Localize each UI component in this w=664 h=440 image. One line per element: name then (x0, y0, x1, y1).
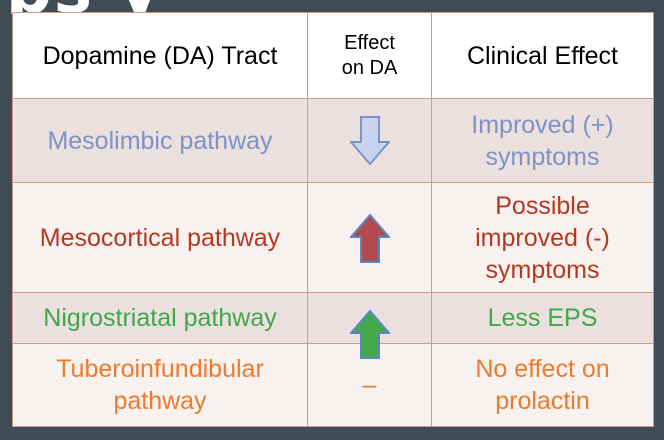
table-header-row: Dopamine (DA) Tract Effect on DA Clinica… (12, 12, 654, 99)
no-change-dash: – (362, 371, 377, 399)
tract-nigrostriatal: Nigrostriatal pathway (12, 292, 308, 344)
clinical-mesocortical: Possible improved (-) symptoms (431, 182, 654, 293)
table-row-tuberoinfundibular: Tuberoinfundibular pathway – No effect o… (12, 343, 654, 427)
header-tract: Dopamine (DA) Tract (12, 12, 308, 99)
table-row-nigrostriatal: Nigrostriatal pathway Less EPS (12, 292, 654, 359)
dopamine-tract-table: Dopamine (DA) Tract Effect on DA Clinica… (12, 12, 654, 427)
effect-mesolimbic (307, 98, 432, 183)
header-clinical-effect: Clinical Effect (431, 12, 654, 99)
up-arrow-icon (349, 212, 390, 263)
table-row-mesolimbic: Mesolimbic pathway Improved (+) symptoms (12, 98, 654, 183)
clinical-tuberoinfundibular: No effect on prolactin (431, 343, 654, 427)
tract-mesolimbic: Mesolimbic pathway (12, 98, 308, 183)
table-row-mesocortical: Mesocortical pathway Possible improved (… (12, 182, 654, 293)
effect-tuberoinfundibular: – (307, 343, 432, 427)
header-effect-on-da: Effect on DA (307, 12, 432, 99)
clinical-mesolimbic: Improved (+) symptoms (431, 98, 654, 183)
tract-tuberoinfundibular: Tuberoinfundibular pathway (12, 343, 308, 427)
effect-mesocortical (307, 182, 432, 293)
effect-nigrostriatal (307, 292, 432, 359)
slide-title-text: ps y (6, 0, 162, 14)
down-arrow-icon (349, 115, 390, 166)
clinical-nigrostriatal: Less EPS (431, 292, 654, 344)
tract-mesocortical: Mesocortical pathway (12, 182, 308, 293)
slide-title-fragment: ps y (0, 0, 664, 14)
